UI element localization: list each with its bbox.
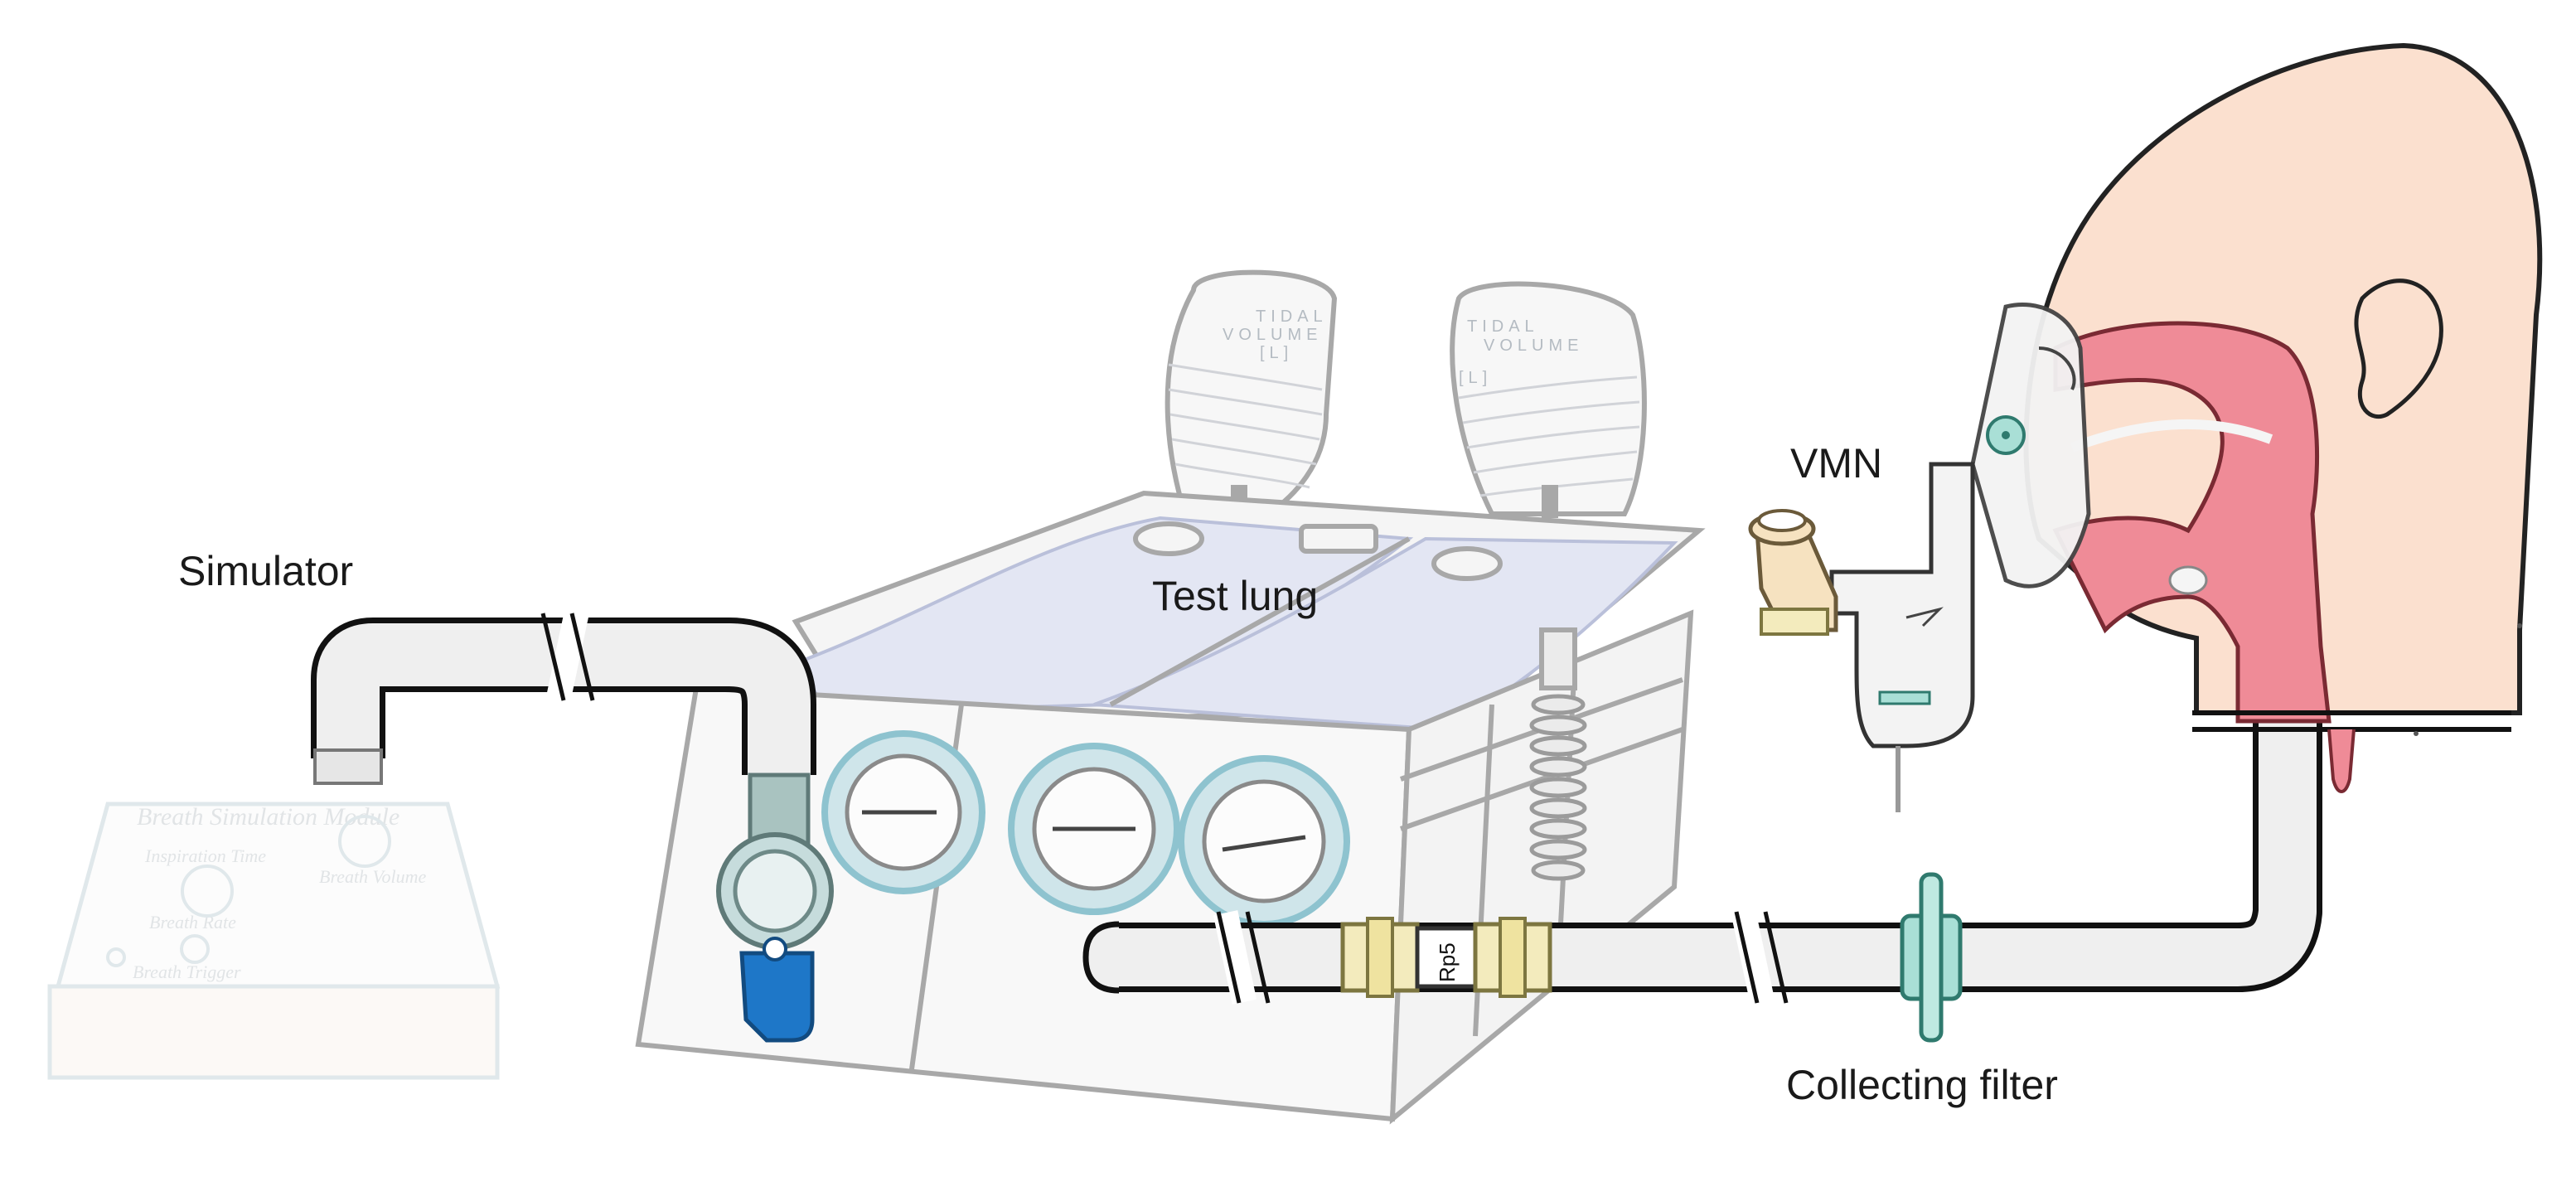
simulator-breath-rate: Breath Rate xyxy=(149,912,236,932)
label-collecting-filter: Collecting filter xyxy=(1786,1062,2058,1108)
unit-label-left: [L] xyxy=(1260,344,1293,362)
volume-label-left: VOLUME xyxy=(1223,326,1322,344)
pressure-gauge xyxy=(821,730,985,894)
decor-dot xyxy=(2517,623,2522,628)
tidal-label-right: TIDAL xyxy=(1467,317,1539,336)
breath-simulator-box: Breath Simulation Module Inspiration Tim… xyxy=(47,802,501,1080)
tube-break-mark xyxy=(1213,910,1271,1005)
airway xyxy=(2052,321,2331,724)
tube-break-mark xyxy=(540,608,595,702)
simulator-tube xyxy=(311,608,816,785)
simulator-breath-trigger: Breath Trigger xyxy=(133,961,241,982)
volume-label-right: VOLUME xyxy=(1484,337,1583,355)
decor-dot xyxy=(2414,731,2419,736)
pressure-gauge xyxy=(1178,755,1350,928)
valve-assembly xyxy=(716,773,834,1043)
label-test-lung: Test lung xyxy=(1152,573,1319,619)
label-simulator: Simulator xyxy=(178,548,354,594)
simulator-knob xyxy=(181,865,234,918)
vmn-nebulizer-mask xyxy=(1748,302,2091,812)
ear xyxy=(2354,279,2443,419)
unit-label-right: [L] xyxy=(1459,369,1492,387)
output-tube xyxy=(1082,721,2322,1005)
resistor-assembly: Rp5 xyxy=(1340,917,1552,998)
simulator-knob xyxy=(106,947,126,967)
tidal-label-left: TIDAL xyxy=(1256,308,1328,326)
simulator-breath-volume: Breath Volume xyxy=(319,866,427,887)
tidal-volume-gauge-left: TIDAL VOLUME [L] xyxy=(1165,269,1338,518)
tube-break-mark xyxy=(1731,910,1789,1005)
pressure-gauge xyxy=(1008,743,1180,915)
face-mask xyxy=(1970,302,2091,588)
simulator-knob xyxy=(180,934,210,964)
rp5-label: Rp5 xyxy=(1435,942,1460,982)
t-piece xyxy=(1829,462,1975,748)
simulator-knob xyxy=(338,815,391,868)
tidal-volume-gauge-right: TIDAL VOLUME [L] xyxy=(1450,281,1647,518)
label-vmn: VMN xyxy=(1790,440,1883,487)
simulator-inspiration-time: Inspiration Time xyxy=(144,845,266,866)
spring xyxy=(1529,694,1587,881)
collecting-filter xyxy=(1900,872,1963,1043)
patient-head xyxy=(2023,42,2543,793)
